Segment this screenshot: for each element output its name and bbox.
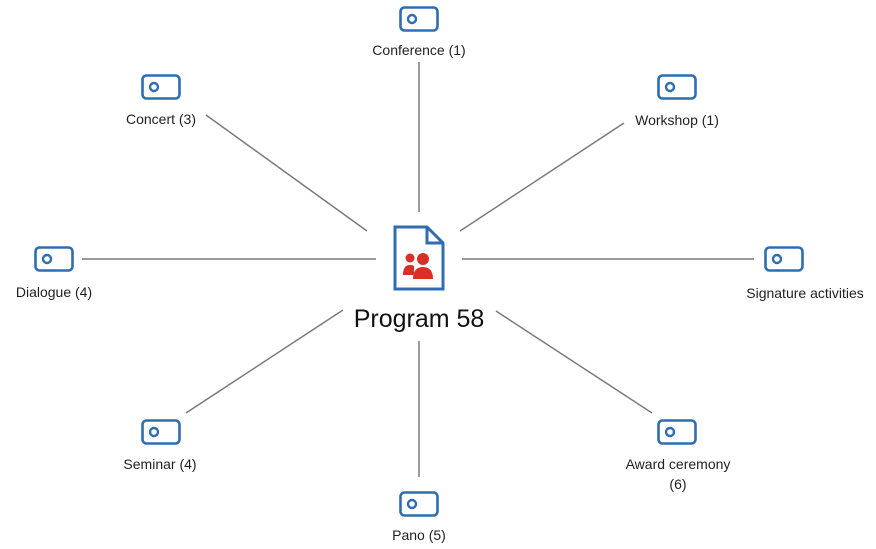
award-ceremony-tag-icon[interactable]	[657, 419, 697, 445]
connector-workshop	[459, 122, 625, 232]
program-document-icon[interactable]	[393, 225, 445, 291]
connector-seminar	[185, 309, 344, 414]
signature-activities-label[interactable]: Signature activities	[746, 285, 864, 301]
conference-label[interactable]: Conference (1)	[372, 42, 466, 58]
connector-award-ceremony	[495, 310, 653, 414]
dialogue-label[interactable]: Dialogue (4)	[15, 284, 93, 300]
program-title[interactable]: Program 58	[353, 305, 485, 333]
dialogue-tag-icon[interactable]	[34, 246, 74, 272]
connector-concert	[205, 114, 368, 232]
workshop-tag-icon[interactable]	[657, 74, 697, 100]
seminar-label[interactable]: Seminar (4)	[123, 456, 197, 472]
award-ceremony-label[interactable]: Award ceremony (6)	[626, 454, 731, 494]
workshop-label[interactable]: Workshop (1)	[635, 112, 719, 128]
award-ceremony-label-line2: (6)	[669, 476, 687, 492]
signature-activities-tag-icon[interactable]	[764, 246, 804, 272]
concert-label[interactable]: Concert (3)	[125, 111, 197, 127]
pano-tag-icon[interactable]	[399, 491, 439, 517]
pano-label[interactable]: Pano (5)	[392, 527, 446, 543]
seminar-tag-icon[interactable]	[141, 419, 181, 445]
conference-tag-icon[interactable]	[399, 6, 439, 32]
concert-tag-icon[interactable]	[141, 74, 181, 100]
award-ceremony-label-line1: Award ceremony	[625, 456, 731, 472]
